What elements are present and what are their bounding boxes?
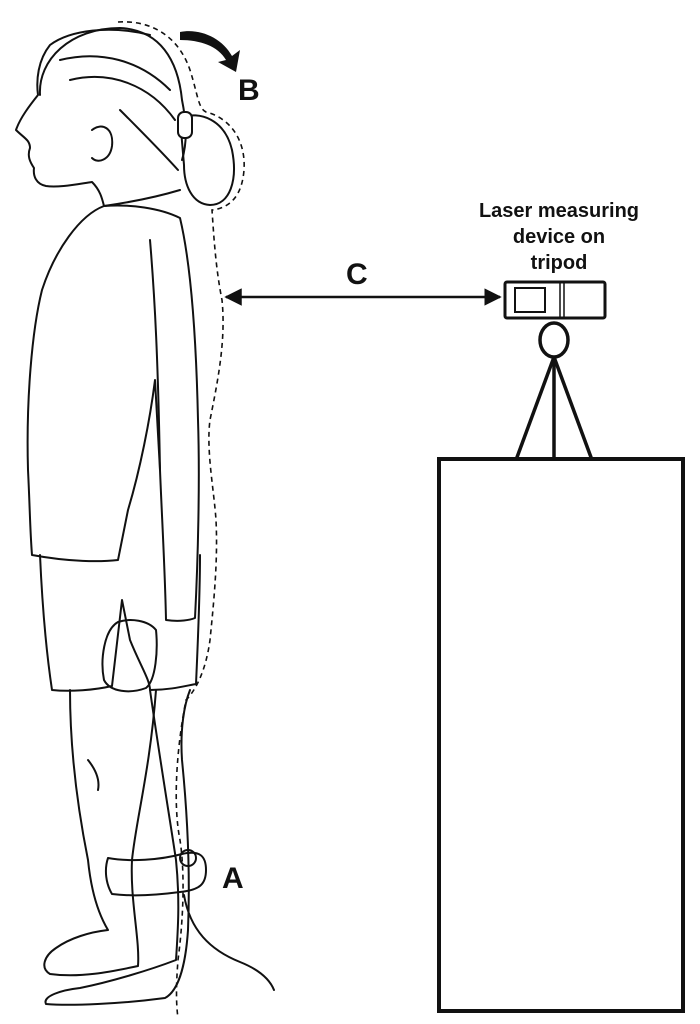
ankle-strap <box>104 851 207 897</box>
label-c: C <box>346 258 368 291</box>
hand <box>101 619 158 693</box>
tripod <box>514 321 594 461</box>
device-label-line3: tripod <box>531 252 588 274</box>
person-figure <box>15 27 275 1006</box>
label-a: A <box>222 862 244 895</box>
sleeve-seam <box>149 239 161 471</box>
posture-contour <box>117 21 245 1019</box>
knee-detail <box>87 759 100 791</box>
device-label-line2: device on <box>513 226 605 248</box>
rotation-arrow <box>180 31 240 72</box>
ponytail <box>179 114 235 206</box>
ankle-sensor <box>179 849 197 867</box>
laser-device <box>503 280 607 320</box>
head-outline <box>15 28 181 207</box>
hair-tie <box>177 111 193 139</box>
front-leg <box>43 689 157 977</box>
tripod-head <box>538 321 570 359</box>
hair <box>38 27 187 171</box>
stand-box <box>437 457 685 1013</box>
shorts <box>39 554 201 692</box>
sensor-cable <box>183 894 275 991</box>
laser-device-lens <box>514 287 546 313</box>
ear <box>91 125 114 162</box>
label-b: B <box>238 74 260 107</box>
back-leg <box>44 689 191 1006</box>
shirt <box>26 204 200 622</box>
device-label-line1: Laser measuring <box>479 200 639 222</box>
